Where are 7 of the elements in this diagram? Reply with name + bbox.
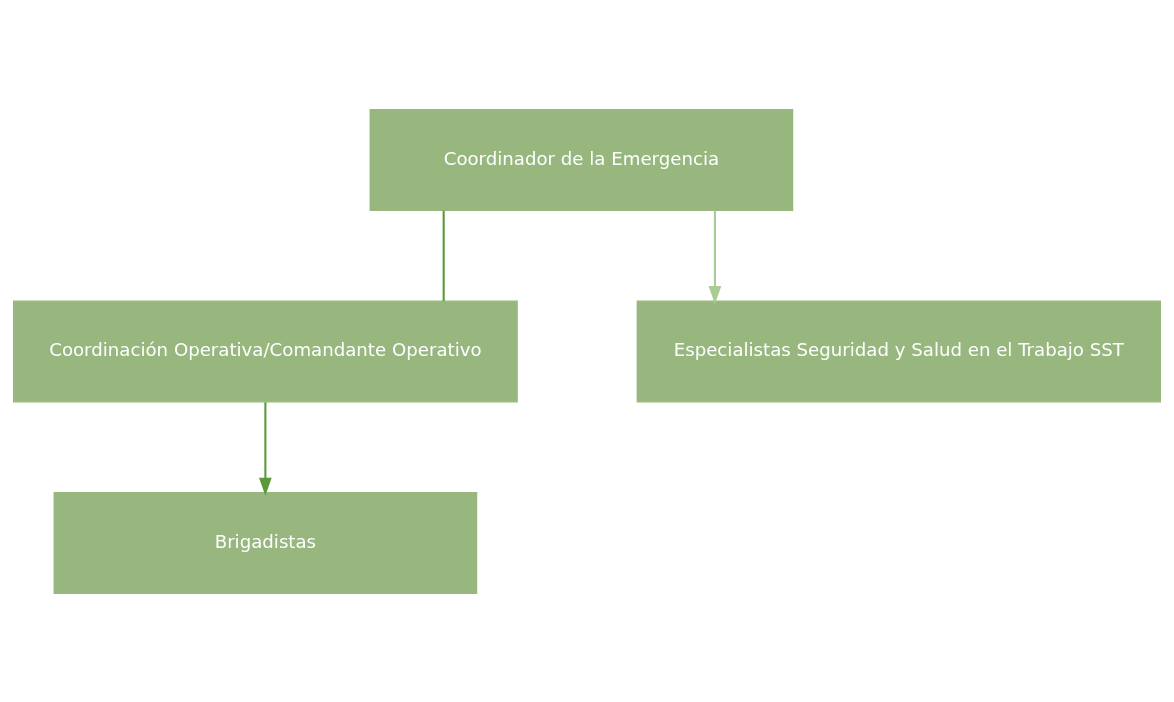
- node-box: Especialistas Seguridad y Salud en el Trabajo SST: [636, 299, 1161, 403]
- arrow: [708, 210, 722, 304]
- node-box: Coordinador de la Emergencia: [369, 108, 794, 211]
- connector: [442, 210, 445, 301]
- node-box: Brigadistas: [53, 491, 478, 594]
- arrow: [259, 401, 272, 496]
- node-box: Coordinación Operativa/Comandante Operativo: [13, 299, 518, 403]
